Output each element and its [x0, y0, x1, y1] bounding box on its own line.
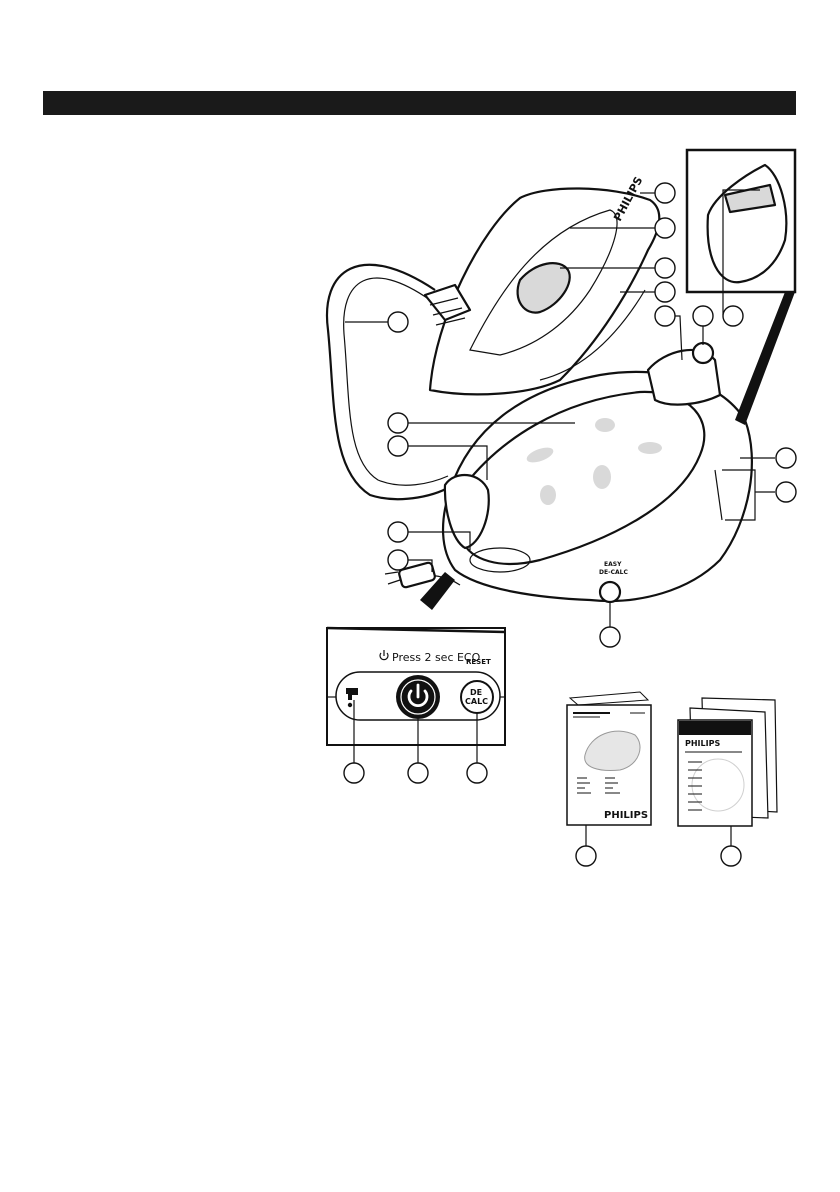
guarantee-booklet: PHILIPS [678, 698, 777, 826]
callout-marker [655, 282, 675, 302]
vent-hole [638, 442, 662, 454]
callout-marker [408, 763, 428, 783]
callout-marker [655, 306, 675, 326]
vent-hole [540, 485, 556, 505]
easy-decalc-knob [600, 582, 620, 602]
callout-marker [388, 436, 408, 456]
callout-marker [344, 763, 364, 783]
callout-marker [576, 846, 596, 866]
callout-marker [655, 183, 675, 203]
callout-marker [388, 413, 408, 433]
callout-marker [600, 627, 620, 647]
callout-marker [776, 482, 796, 502]
callout-marker [388, 550, 408, 570]
callout-marker [693, 306, 713, 326]
callout-marker [388, 312, 408, 332]
callout-marker [776, 448, 796, 468]
decalc-label-calc: CALC [465, 697, 488, 706]
iron: PHILIPS [425, 174, 659, 394]
knob-label-decalc: DE-CALC [599, 569, 628, 576]
reset-label: RESET [466, 658, 491, 666]
callout-marker [388, 522, 408, 542]
knob-label-easy: EASY [604, 561, 622, 568]
user-manual-brand: PHILIPS [604, 810, 648, 821]
guarantee-brand: PHILIPS [685, 739, 720, 748]
callout-marker [723, 306, 743, 326]
decalc-label-de: DE [470, 688, 482, 697]
vent-hole [593, 465, 611, 489]
callout-marker [655, 258, 675, 278]
callout-marker [467, 763, 487, 783]
callout-marker [655, 218, 675, 238]
vent-hole [595, 418, 615, 432]
water-tank-cap [693, 343, 713, 363]
user-manual-booklet: PHILIPS [567, 692, 651, 825]
callout-marker [721, 846, 741, 866]
